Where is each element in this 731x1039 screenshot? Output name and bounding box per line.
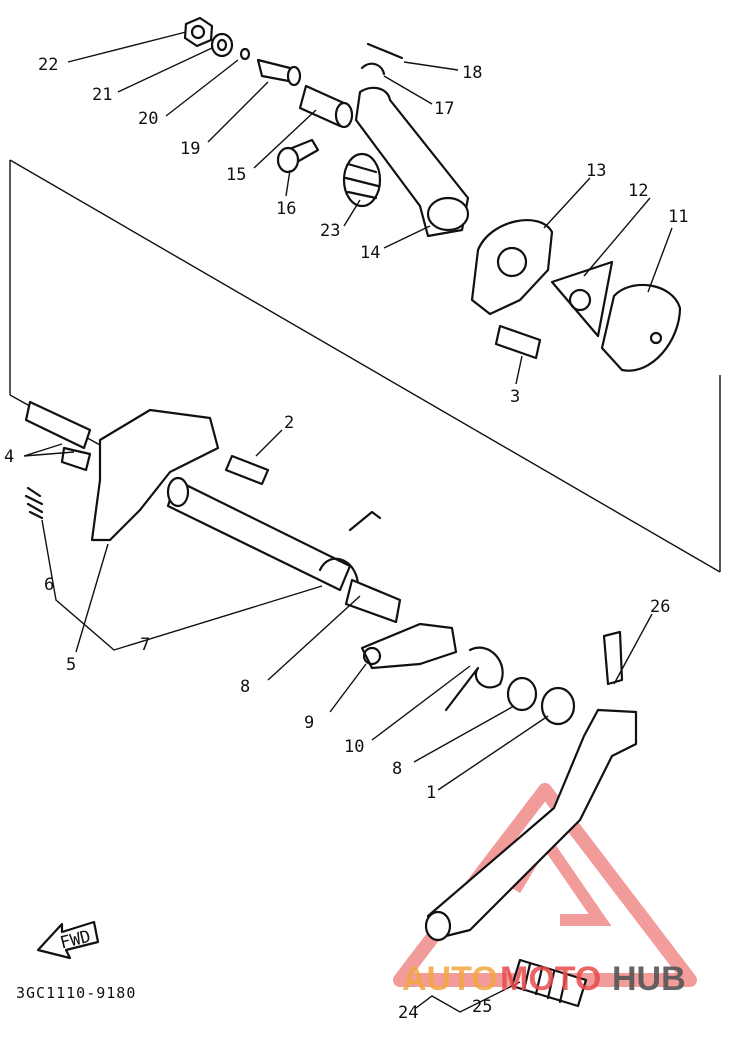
drawing-code: 3GC1110-9180 (16, 984, 136, 1002)
pedal-rubber-part (510, 958, 588, 1008)
pin-part (276, 138, 320, 174)
part-label: 22 (38, 55, 58, 75)
shift-fork-part (24, 400, 220, 542)
washer-part (210, 32, 234, 58)
part-label: 5 (66, 655, 76, 675)
cotter-pin-part (366, 42, 404, 60)
part-label: 20 (138, 109, 158, 129)
washer-part-2 (506, 676, 538, 712)
part-label: 21 (92, 85, 112, 105)
part-label: 19 (180, 139, 200, 159)
part-label: 10 (344, 737, 364, 757)
part-labels: 22 21 20 19 15 16 18 17 23 14 13 12 11 3… (4, 55, 688, 1023)
clip-part (360, 62, 386, 76)
part-label: 11 (668, 207, 688, 227)
part-label: 1 (426, 783, 436, 803)
nut-part (183, 16, 214, 48)
cam-plate-part (470, 219, 554, 316)
stopper-bolt-part (494, 324, 542, 360)
part-label: 24 (398, 1003, 418, 1023)
part-label: 4 (4, 447, 14, 467)
segment-part (600, 283, 682, 372)
leader-lines (23, 31, 673, 1013)
stopper-plate-part (550, 260, 614, 338)
watermark-moto: MOTO (500, 960, 601, 998)
part-label: 25 (472, 997, 492, 1017)
spring-part (342, 152, 382, 208)
part-label: 2 (284, 413, 294, 433)
part-label: 12 (628, 181, 648, 201)
part-label: 6 (44, 575, 54, 595)
shift-lever-part (360, 622, 458, 670)
part-label: 18 (462, 63, 482, 83)
watermark-text: AUTO MOTO HUB (402, 960, 686, 998)
shift-shaft-part (166, 476, 402, 624)
part-label: 26 (650, 597, 670, 617)
part-label: 15 (226, 165, 246, 185)
shift-arm-part (354, 86, 470, 238)
o-ring-part (239, 47, 251, 61)
part-label: 17 (434, 99, 454, 119)
fork-spring-part (24, 486, 44, 520)
bolt-part (256, 58, 302, 87)
part-label: 8 (392, 759, 402, 779)
pedal-bolt-part (602, 630, 624, 686)
part-label: 16 (276, 199, 296, 219)
watermark-hub: HUB (612, 960, 686, 998)
shift-pedal-part (424, 708, 638, 942)
part-label: 9 (304, 713, 314, 733)
part-label: 7 (140, 635, 150, 655)
part-label: 14 (360, 243, 380, 263)
sleeve-part (298, 84, 354, 129)
part-label: 3 (510, 387, 520, 407)
part-label: 23 (320, 221, 340, 241)
fwd-arrow-icon: FWD (36, 920, 100, 960)
watermark-auto: AUTO (402, 960, 498, 998)
part-label: 8 (240, 677, 250, 697)
return-spring-part (444, 646, 504, 712)
oil-seal-part (540, 686, 576, 726)
part-label: 13 (586, 161, 606, 181)
dowel-pin-part (224, 454, 270, 486)
